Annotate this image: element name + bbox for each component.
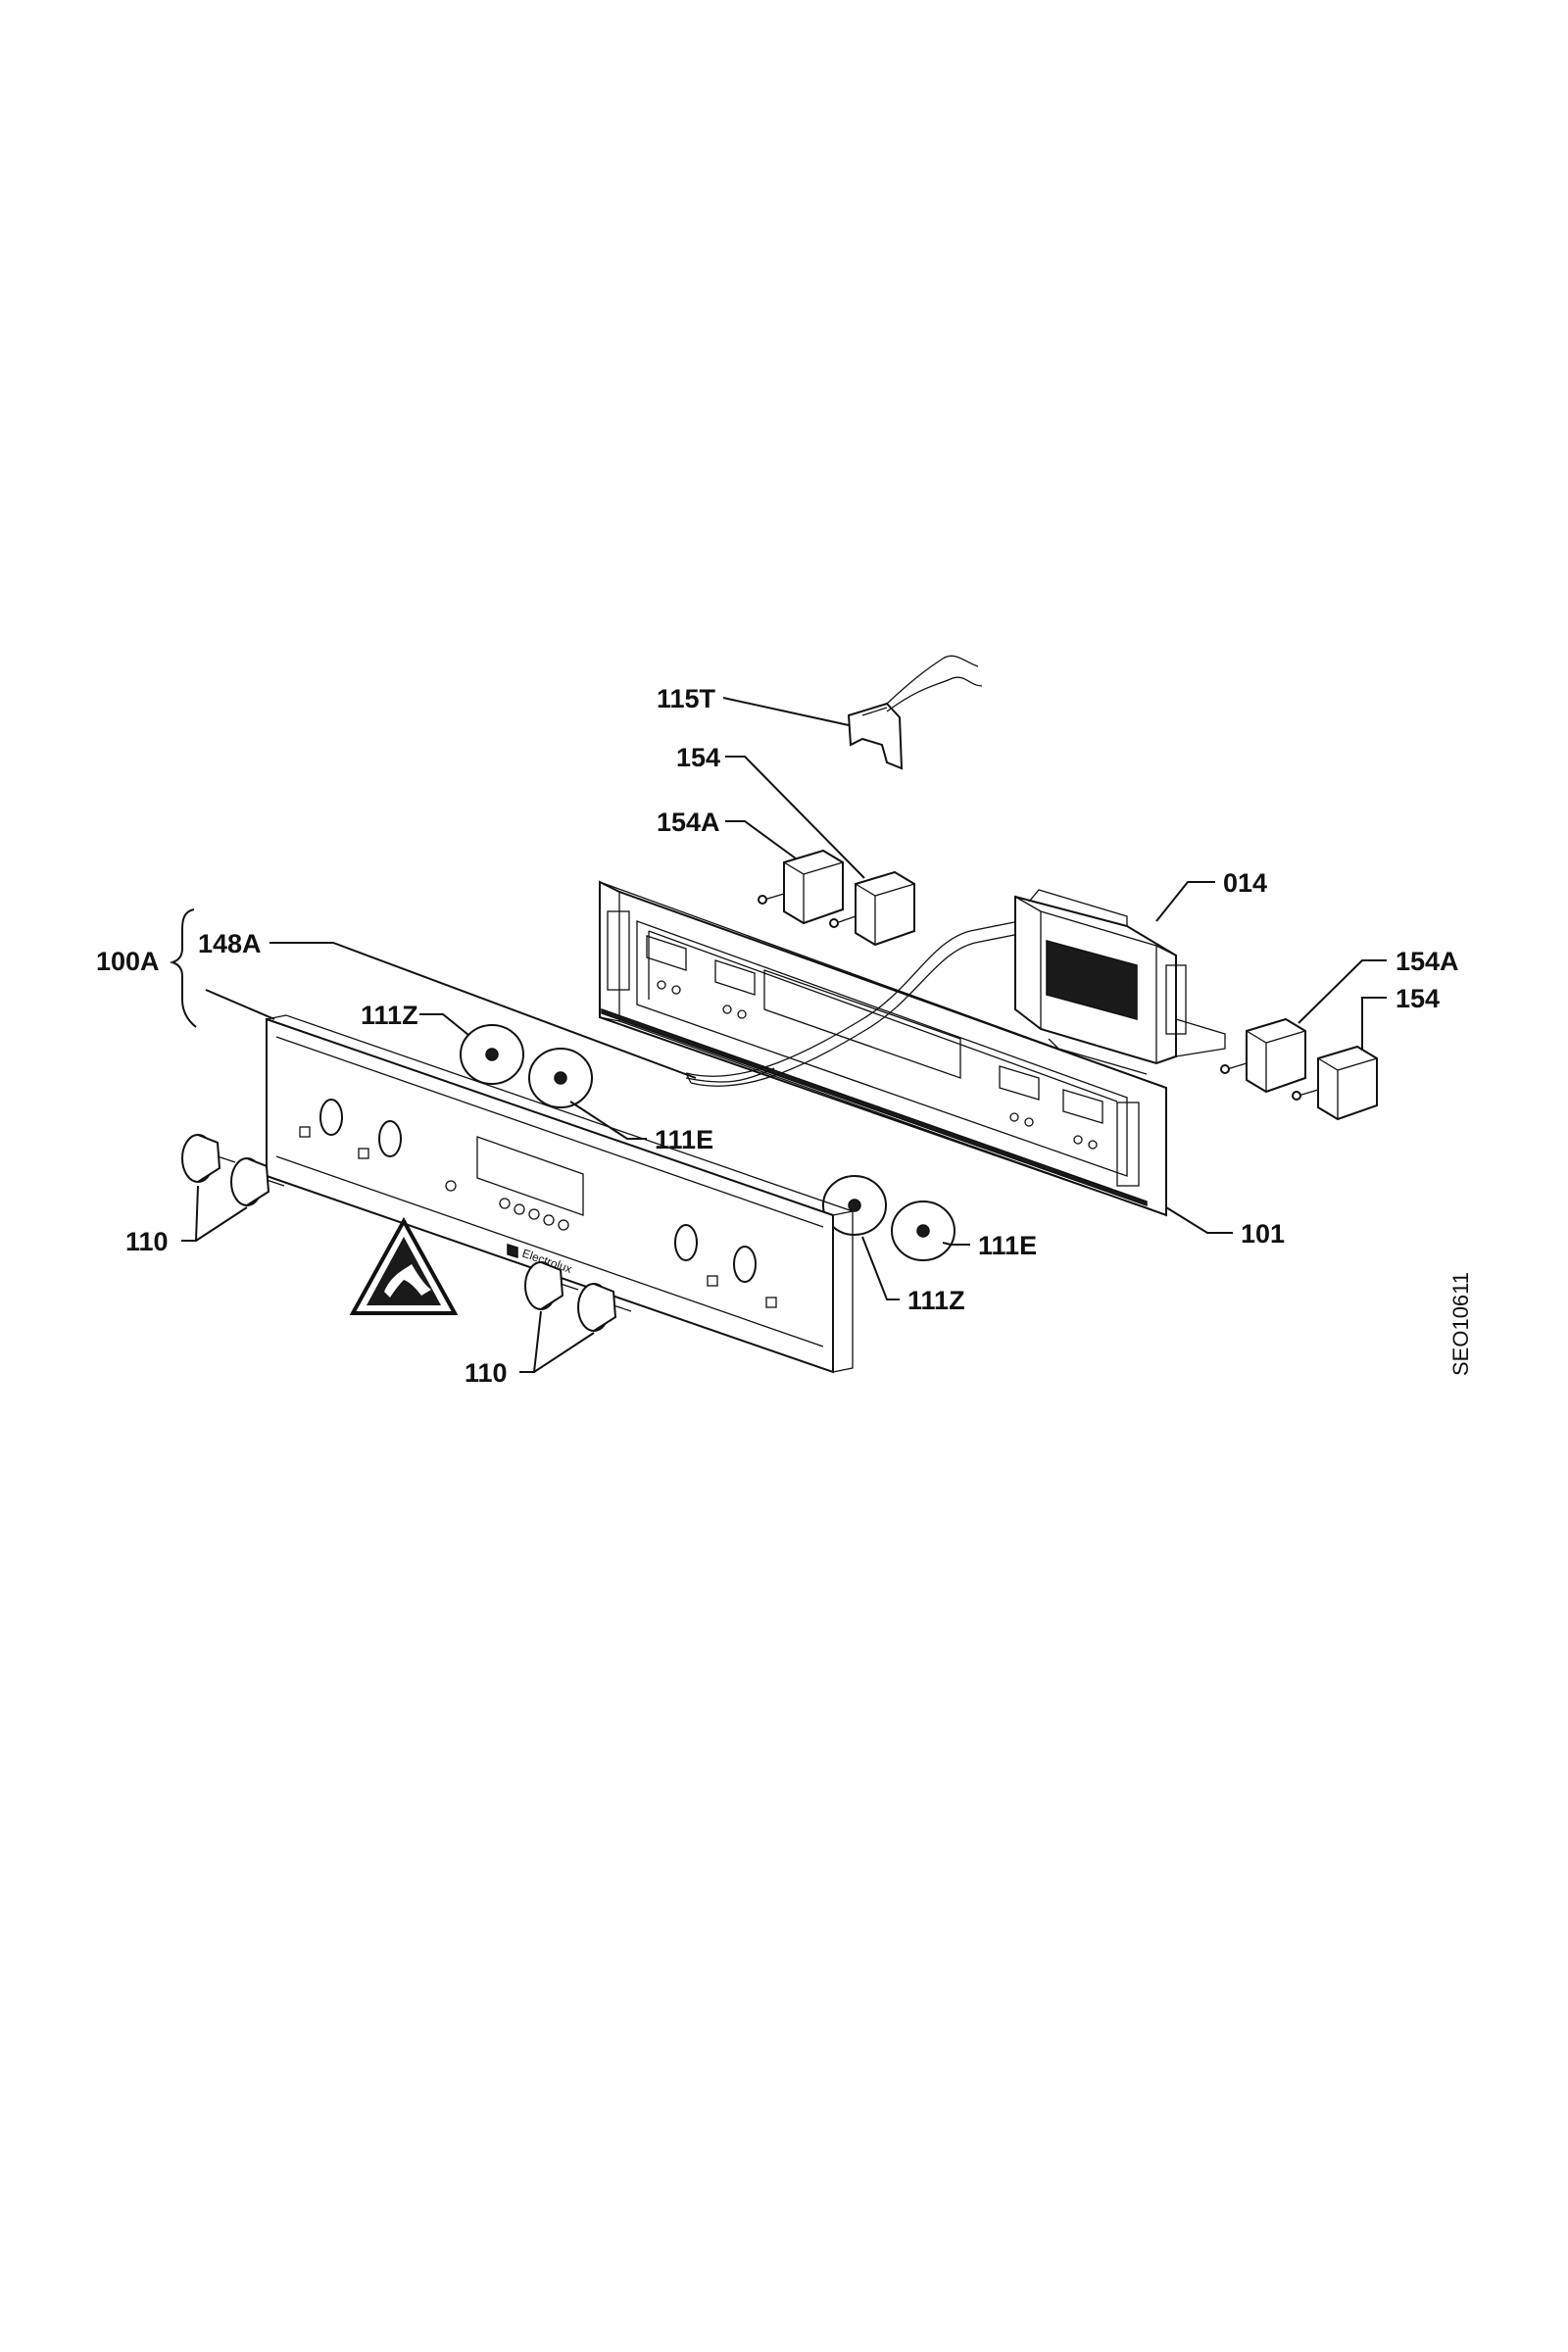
part-154-top-switch [829,870,915,947]
label-154-right: 154 [1396,984,1440,1013]
label-101: 101 [1241,1219,1285,1249]
part-110-bottom-knob-2 [577,1283,632,1332]
label-148A: 148A [198,929,262,958]
label-111Z-right: 111Z [907,1286,965,1315]
label-110-bottom: 110 [465,1358,508,1388]
part-148A-front-panel: Electrolux [266,1014,856,1374]
label-154A-top: 154A [657,808,720,837]
bracket-100A [169,908,197,1028]
label-110-left: 110 [125,1227,169,1256]
part-014-electronic-module [1014,889,1226,1075]
label-115T: 115T [657,684,716,713]
label-154-top: 154 [676,743,720,772]
part-110-left-knob-2 [230,1157,285,1206]
leader-lines [181,697,1387,1373]
figure-reference: SEO10611 [1448,1272,1473,1376]
part-115T-sensor [847,655,983,770]
part-111Z-left-disc [460,1024,524,1085]
label-111E-left: 111E [655,1125,713,1154]
part-154A-right-switch [1220,1017,1306,1094]
label-111Z-left: 111Z [361,1001,418,1030]
part-110-left-knob-1 [181,1134,236,1183]
part-154-right-switch [1292,1045,1378,1121]
part-111E-right-disc [891,1200,956,1261]
part-labels: 115T 154 154A 014 100A 148A 111Z 111E 15… [96,684,1459,1388]
part-101-back-frame [599,880,1167,1217]
label-014: 014 [1223,868,1267,898]
part-154A-top-switch [758,849,844,925]
part-111Z-right-disc [822,1175,887,1236]
label-100A: 100A [96,947,160,976]
part-111E-left-disc [528,1048,593,1108]
part-110-bottom-knob-1 [524,1261,579,1310]
esd-warning-triangle-icon [349,1216,459,1315]
label-154A-right: 154A [1396,947,1459,976]
label-111E-right: 111E [978,1231,1037,1260]
